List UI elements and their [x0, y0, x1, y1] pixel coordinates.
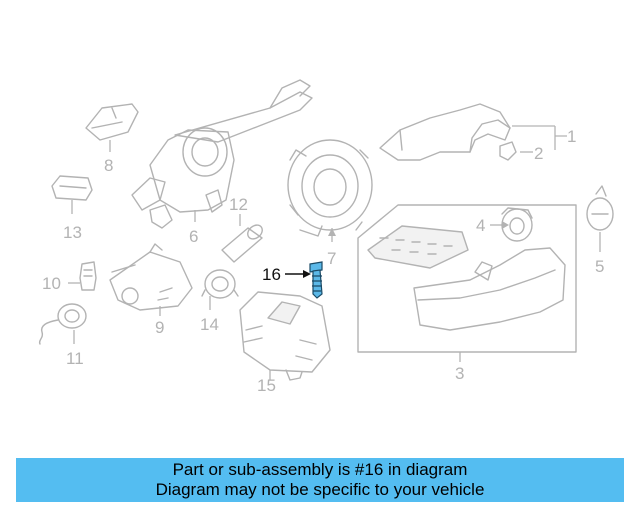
part-6-combination-switch[interactable]: [131, 79, 313, 229]
leader-1: [512, 125, 567, 150]
callout-2: 2: [534, 144, 543, 163]
callout-1: 1: [567, 127, 576, 146]
callout-3: 3: [455, 364, 464, 383]
part-2-clip[interactable]: [499, 141, 517, 161]
part-12-cylinder[interactable]: [221, 222, 265, 263]
callout-8: 8: [104, 156, 113, 175]
callout-4: 4: [476, 216, 485, 235]
callout-5: 5: [595, 257, 604, 276]
part-13-module[interactable]: [51, 175, 93, 201]
info-banner: Part or sub-assembly is #16 in diagram D…: [16, 458, 624, 502]
part-8-bracket[interactable]: [85, 103, 139, 141]
part-5-clip[interactable]: [586, 185, 614, 231]
part-7-clock-spring[interactable]: [287, 139, 373, 237]
part-1-upper-cover[interactable]: [379, 103, 511, 161]
banner-line-1: Part or sub-assembly is #16 in diagram: [172, 460, 468, 479]
callout-14: 14: [200, 315, 219, 334]
callout-9: 9: [155, 318, 164, 337]
part-16-screw[interactable]: [309, 261, 323, 299]
parts-diagram: 1 2 3 4 5 6: [38, 79, 614, 395]
part-10-bulb[interactable]: [79, 261, 97, 291]
part-3-lower-cover[interactable]: [357, 204, 577, 353]
part-9-steering-lock[interactable]: [109, 243, 193, 311]
callout-12: 12: [229, 195, 248, 214]
banner-line-2: Diagram may not be specific to your vehi…: [155, 480, 485, 499]
part-15-switch-housing[interactable]: [239, 291, 331, 381]
callout-15: 15: [257, 376, 276, 395]
callout-6: 6: [189, 227, 198, 246]
part-14-ring-switch[interactable]: [201, 269, 239, 299]
callout-16: 16: [262, 265, 281, 284]
callout-13: 13: [63, 223, 82, 242]
callout-11: 11: [66, 349, 84, 368]
callout-10: 10: [42, 274, 61, 293]
callout-7: 7: [327, 249, 336, 268]
part-11-sensor[interactable]: [38, 303, 87, 345]
